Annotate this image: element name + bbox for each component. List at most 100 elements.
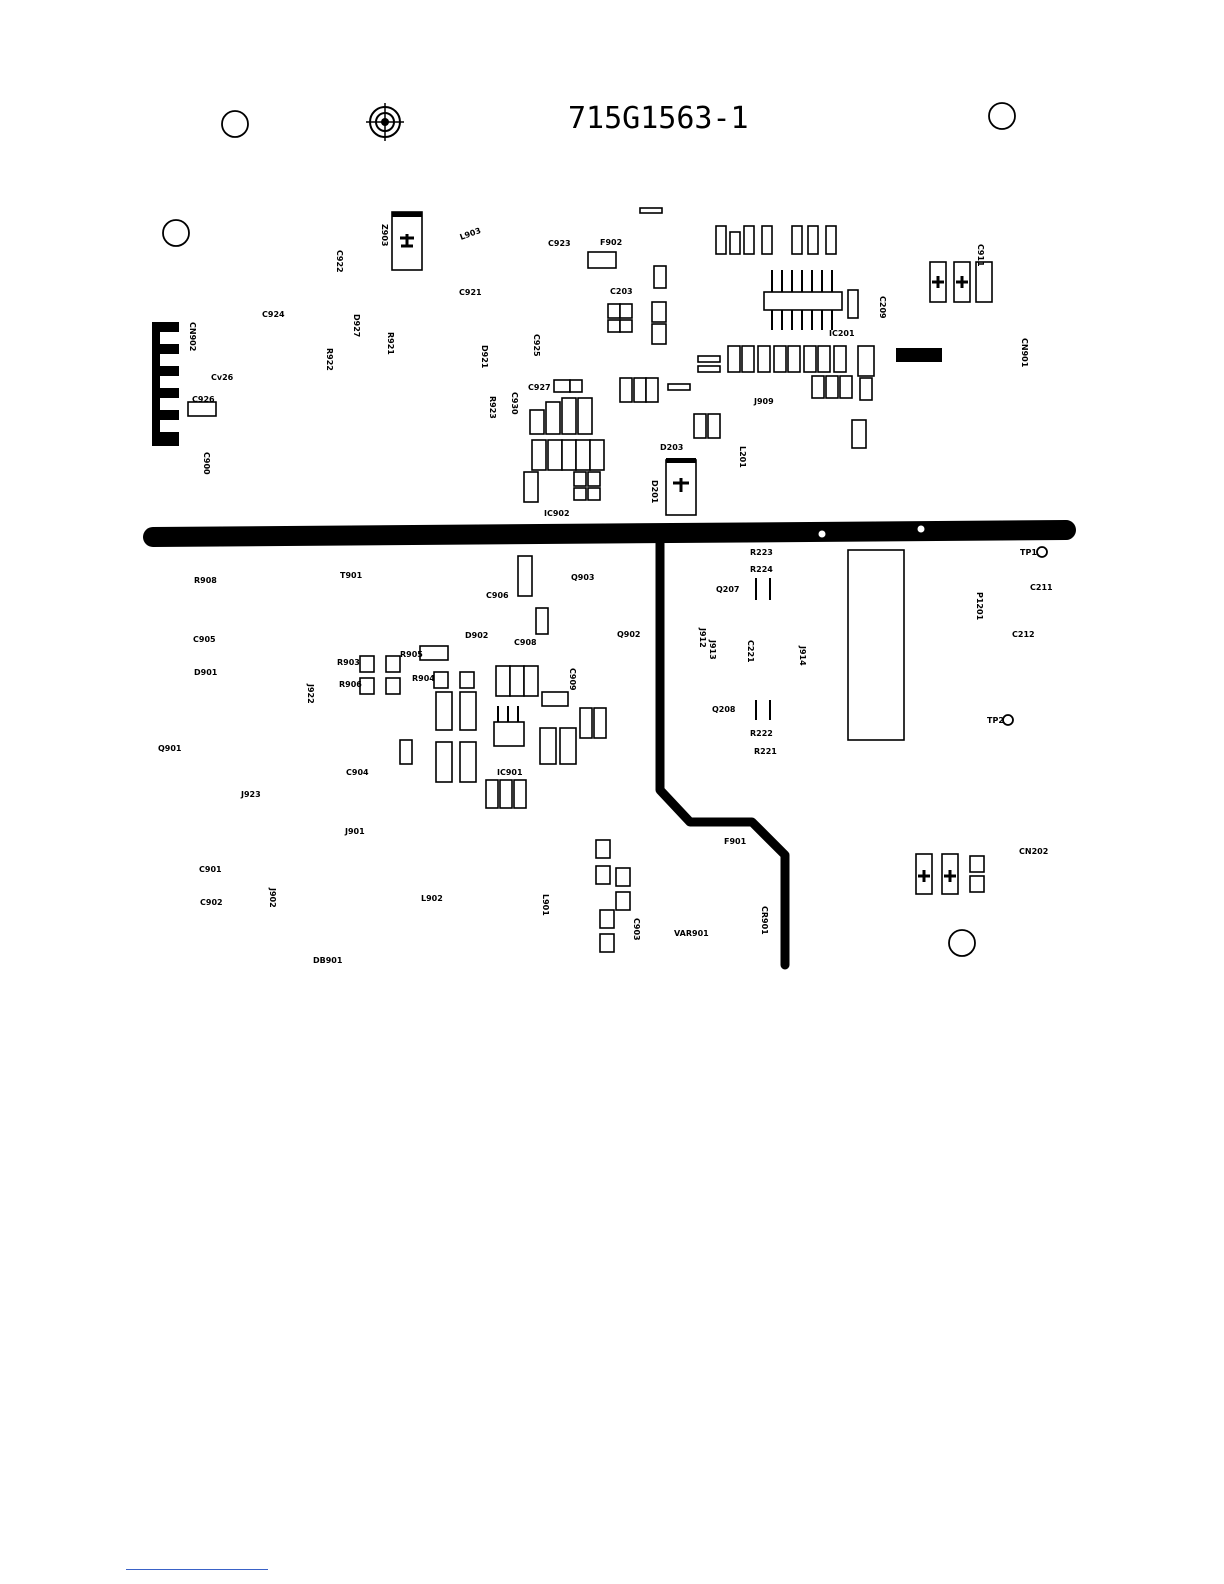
- pad-cluster-bottom-left: [359, 555, 607, 809]
- svg-text:C930: C930: [510, 392, 519, 415]
- svg-text:L902: L902: [421, 894, 443, 903]
- svg-text:C221: C221: [746, 640, 755, 663]
- svg-text:C903: C903: [632, 918, 641, 941]
- svg-text:C909: C909: [568, 668, 577, 691]
- svg-text:J914: J914: [798, 645, 807, 666]
- svg-text:C902: C902: [200, 898, 223, 907]
- svg-text:Q208: Q208: [712, 705, 736, 714]
- svg-text:R908: R908: [194, 576, 217, 585]
- ic201-chip: [763, 270, 843, 330]
- svg-text:R923: R923: [488, 396, 497, 419]
- svg-text:L901: L901: [541, 894, 550, 916]
- svg-text:CR901: CR901: [760, 906, 769, 935]
- svg-text:IC201: IC201: [829, 329, 855, 338]
- svg-text:D203: D203: [660, 443, 683, 452]
- svg-text:IC901: IC901: [497, 768, 523, 777]
- svg-text:D927: D927: [352, 314, 361, 337]
- component-d201: [665, 458, 697, 516]
- svg-text:Q207: Q207: [716, 585, 740, 594]
- svg-text:IC902: IC902: [544, 509, 570, 518]
- svg-text:C911: C911: [976, 244, 985, 267]
- svg-text:C926: C926: [192, 395, 215, 404]
- test-point-tp1: [1036, 546, 1048, 558]
- svg-text:CN901: CN901: [1020, 338, 1029, 368]
- svg-text:DB901: DB901: [313, 956, 343, 965]
- svg-text:J923: J923: [240, 790, 261, 799]
- mounting-hole-top-left: [221, 110, 249, 138]
- svg-text:C923: C923: [548, 239, 571, 248]
- mounting-hole-left: [162, 219, 190, 247]
- pad-cluster-top-right: [896, 261, 993, 362]
- svg-text:J902: J902: [268, 887, 277, 908]
- svg-text:R922: R922: [325, 348, 334, 371]
- pad-cluster-bottom-right: [915, 853, 985, 895]
- svg-text:Q901: Q901: [158, 744, 182, 753]
- svg-text:R904: R904: [412, 674, 435, 683]
- svg-text:T901: T901: [340, 571, 363, 580]
- reference-labels-bottom: R908 T901 C906 Q903 R223 R224 Q207 TP1 C…: [158, 548, 1053, 965]
- svg-text:R222: R222: [750, 729, 773, 738]
- svg-text:C904: C904: [346, 768, 369, 777]
- svg-text:C927: C927: [528, 383, 551, 392]
- reference-labels-top: C922 Z903 L903 C923 F902 C921 C924 D927 …: [188, 224, 1029, 518]
- svg-text:C908: C908: [514, 638, 537, 647]
- pad-cluster-bottom-center: [595, 578, 771, 953]
- svg-text:C922: C922: [335, 250, 344, 273]
- svg-text:P1201: P1201: [975, 592, 984, 621]
- footer-rule: [126, 1569, 268, 1570]
- isolation-trace: [655, 535, 790, 970]
- pad-cluster-top-center: [587, 207, 859, 345]
- svg-text:C921: C921: [459, 288, 482, 297]
- svg-text:J922: J922: [306, 683, 315, 704]
- svg-text:C925: C925: [532, 334, 541, 357]
- svg-text:D901: D901: [194, 668, 218, 677]
- svg-text:C900: C900: [202, 452, 211, 475]
- svg-text:D921: D921: [480, 345, 489, 369]
- svg-text:Z903: Z903: [380, 224, 389, 247]
- mounting-hole-bottom-right: [948, 929, 976, 957]
- svg-text:F902: F902: [600, 238, 622, 247]
- main-horizontal-trace: [143, 520, 1076, 547]
- svg-text:C203: C203: [610, 287, 633, 296]
- svg-text:J913: J913: [708, 639, 717, 660]
- svg-text:C209: C209: [878, 296, 887, 319]
- svg-text:TP1: TP1: [1020, 548, 1037, 557]
- svg-text:R905: R905: [400, 650, 423, 659]
- svg-text:Cv26: Cv26: [211, 373, 234, 382]
- svg-text:L201: L201: [738, 446, 747, 468]
- svg-text:F901: F901: [724, 837, 747, 846]
- svg-text:R903: R903: [337, 658, 360, 667]
- svg-text:CN202: CN202: [1019, 847, 1048, 856]
- svg-text:C905: C905: [193, 635, 216, 644]
- part-number-title: 715G1563-1: [568, 101, 749, 136]
- connector-cn902: [152, 322, 179, 446]
- svg-text:TP2: TP2: [987, 716, 1004, 725]
- svg-text:CN902: CN902: [188, 322, 197, 351]
- svg-text:J901: J901: [344, 827, 365, 836]
- svg-text:R224: R224: [750, 565, 773, 574]
- svg-text:C212: C212: [1012, 630, 1035, 639]
- svg-text:D902: D902: [465, 631, 488, 640]
- svg-text:Q903: Q903: [571, 573, 595, 582]
- svg-text:L903: L903: [459, 226, 483, 242]
- svg-text:C906: C906: [486, 591, 509, 600]
- pad-cluster-ic201-row: [697, 345, 875, 449]
- svg-text:J909: J909: [753, 397, 774, 406]
- fiducial-target-icon: [366, 103, 404, 141]
- svg-text:R223: R223: [750, 548, 773, 557]
- svg-text:R906: R906: [339, 680, 362, 689]
- pad-cluster-ic902: [187, 377, 721, 503]
- mounting-hole-top-right: [988, 102, 1016, 130]
- svg-text:VAR901: VAR901: [674, 929, 709, 938]
- svg-text:D201: D201: [650, 480, 659, 504]
- component-z903: [391, 211, 423, 271]
- component-block-right: [847, 549, 905, 741]
- svg-text:Q902: Q902: [617, 630, 641, 639]
- svg-text:R221: R221: [754, 747, 777, 756]
- test-point-tp2: [1002, 714, 1014, 726]
- svg-text:C211: C211: [1030, 583, 1053, 592]
- svg-text:R921: R921: [386, 332, 395, 355]
- svg-text:J912: J912: [698, 627, 707, 648]
- svg-text:C924: C924: [262, 310, 285, 319]
